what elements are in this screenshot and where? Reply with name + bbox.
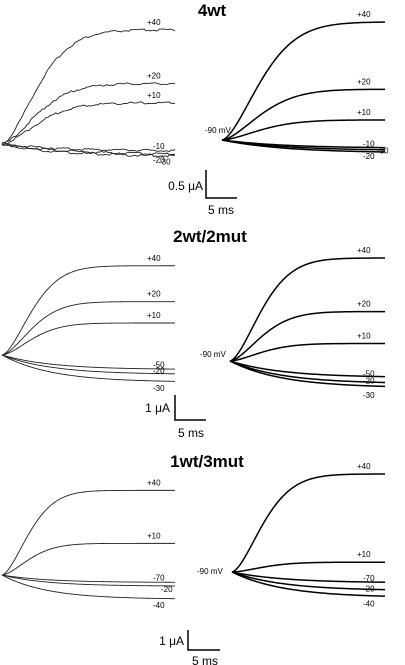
voltage-label-minus20: -20 bbox=[161, 585, 173, 594]
voltage-label-plus40: +40 bbox=[147, 254, 161, 263]
voltage-label-minus20: -20 bbox=[363, 585, 375, 594]
scale-bar-current-label: 1 μA bbox=[145, 401, 170, 415]
voltage-label-minus70: -70 bbox=[363, 574, 375, 583]
panel-title-1wt3mut: 1wt/3mut bbox=[170, 452, 244, 471]
trace-recorded-minus40 bbox=[1, 574, 176, 600]
scale-bar-time-label: 5 ms bbox=[192, 654, 218, 665]
trace-model-plus10 bbox=[221, 119, 385, 141]
voltage-label-minus50: -50 bbox=[363, 370, 375, 379]
voltage-label-plus10: +10 bbox=[357, 108, 371, 117]
trace-recorded-minus30 bbox=[1, 143, 176, 158]
trace-model-minus50 bbox=[229, 360, 386, 378]
holding-label-1wt3mut: -90 mV bbox=[197, 567, 223, 576]
scale-bar-lines bbox=[205, 170, 237, 199]
voltage-label-plus40: +40 bbox=[147, 478, 161, 487]
voltage-label-minus30: -30 bbox=[153, 384, 165, 393]
trace-recorded-minus50 bbox=[1, 354, 176, 370]
scale-bar-lines bbox=[187, 630, 220, 651]
voltage-label-plus20: +20 bbox=[147, 290, 161, 299]
trace-model-plus40 bbox=[229, 257, 385, 362]
trace-model-minus40 bbox=[231, 571, 386, 597]
scale-bar-1wt3mut: 1 μA 5 ms bbox=[159, 630, 220, 665]
scale-bar-current-label: 0.5 μA bbox=[168, 179, 203, 193]
voltage-label-plus20: +20 bbox=[147, 72, 161, 81]
scale-bar-time-label: 5 ms bbox=[208, 203, 234, 217]
trace-recorded-plus20 bbox=[1, 82, 176, 144]
trace-recorded-plus10 bbox=[1, 542, 175, 576]
voltage-label-plus40: +40 bbox=[357, 10, 371, 19]
voltage-label-plus40: +40 bbox=[147, 18, 161, 27]
voltage-label-plus10: +10 bbox=[147, 91, 161, 100]
trace-model-minus30 bbox=[229, 360, 386, 388]
voltage-label-minus30: -30 bbox=[363, 391, 375, 400]
voltage-label-minus70: -70 bbox=[153, 573, 165, 582]
voltage-label-minus20: -20 bbox=[153, 155, 165, 164]
voltage-label-plus20: +20 bbox=[357, 300, 371, 309]
trace-model-plus10 bbox=[231, 561, 385, 573]
trace-model-minus20 bbox=[231, 571, 386, 591]
scale-bar-time-label: 5 ms bbox=[178, 426, 204, 440]
trace-model-plus20 bbox=[229, 310, 385, 362]
voltage-label-plus40: +40 bbox=[357, 246, 371, 255]
trace-model-minus10 bbox=[221, 139, 386, 149]
voltage-label-minus20: -20 bbox=[363, 152, 375, 161]
holding-label-2wt2mut: -90 mV bbox=[200, 350, 226, 359]
panel-title-4wt: 4wt bbox=[198, 1, 227, 20]
trace-recorded-plus10 bbox=[1, 322, 175, 356]
voltage-label-minus50: -50 bbox=[153, 361, 165, 370]
trace-model-plus20 bbox=[221, 88, 386, 141]
trace-recorded-plus40 bbox=[1, 265, 175, 356]
trace-model-minus30 bbox=[221, 139, 386, 151]
panel-title-2wt2mut: 2wt/2mut bbox=[173, 227, 247, 246]
current-traces: +40+20+10-10-20-30+40+20+10-10-20-30+40+… bbox=[1, 10, 389, 610]
holding-label-4wt: -90 mV bbox=[205, 126, 231, 135]
scale-bar-lines bbox=[174, 395, 206, 421]
scale-bar-4wt: 0.5 μA 5 ms bbox=[168, 170, 237, 217]
voltage-label-plus10: +10 bbox=[147, 311, 161, 320]
voltage-label-minus30: -30 bbox=[377, 147, 389, 156]
voltage-label-minus40: -40 bbox=[153, 601, 165, 610]
trace-recorded-minus20 bbox=[1, 574, 176, 587]
voltage-label-plus10: +10 bbox=[147, 531, 161, 540]
trace-model-minus20 bbox=[221, 139, 386, 153]
scale-bar-current-label: 1 μA bbox=[159, 634, 184, 648]
trace-recorded-plus10 bbox=[1, 101, 176, 146]
trace-recorded-minus30 bbox=[1, 354, 176, 382]
trace-model-plus10 bbox=[229, 342, 385, 362]
trace-recorded-minus20 bbox=[1, 354, 176, 375]
trace-model-plus40 bbox=[221, 21, 386, 141]
voltage-label-minus20: -20 bbox=[363, 377, 375, 386]
voltage-label-minus10: -10 bbox=[363, 139, 375, 148]
trace-recorded-plus40 bbox=[1, 489, 175, 576]
trace-model-plus40 bbox=[231, 473, 385, 573]
voltage-label-plus10: +10 bbox=[357, 550, 371, 559]
trace-recorded-minus70 bbox=[1, 574, 176, 583]
voltage-label-minus20: -20 bbox=[153, 366, 165, 375]
voltage-label-plus20: +20 bbox=[357, 77, 371, 86]
voltage-label-plus40: +40 bbox=[357, 462, 371, 471]
voltage-label-minus40: -40 bbox=[363, 600, 375, 609]
trace-recorded-plus20 bbox=[1, 301, 175, 356]
scale-bar-2wt2mut: 1 μA 5 ms bbox=[145, 395, 206, 440]
trace-model-minus20 bbox=[229, 360, 386, 384]
trace-model-minus70 bbox=[231, 571, 386, 583]
voltage-label-minus30: -30 bbox=[159, 158, 171, 167]
trace-recorded-plus40 bbox=[1, 28, 176, 145]
trace-recorded-minus10 bbox=[1, 142, 176, 153]
voltage-label-minus10: -10 bbox=[153, 142, 165, 151]
voltage-label-plus10: +10 bbox=[357, 332, 371, 341]
